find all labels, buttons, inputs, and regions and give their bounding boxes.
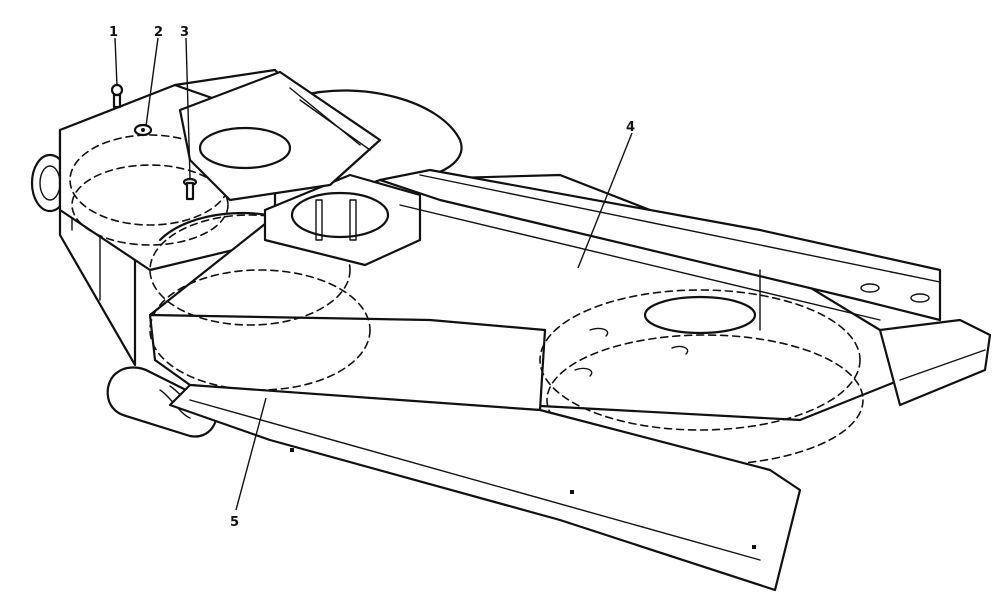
washer-part-2 — [133, 123, 153, 137]
callout-1: 1 — [109, 25, 118, 87]
bolt-part-3 — [182, 177, 198, 201]
belt-guard-channel — [378, 168, 942, 322]
callout-2: 2 — [145, 25, 163, 127]
right-blade-housing — [539, 269, 864, 466]
callout-5: 5 — [230, 397, 267, 530]
deck-front-skirt — [168, 383, 802, 592]
callout-2-label: 2 — [154, 25, 163, 40]
center-spindle-housing — [263, 173, 422, 267]
callout-3-label: 3 — [180, 25, 189, 40]
bolt-part-1 — [110, 83, 124, 109]
callout-3: 3 — [180, 25, 191, 179]
callout-1-label: 1 — [109, 25, 118, 40]
callout-4-label: 4 — [626, 120, 635, 135]
deck-right-discharge — [878, 318, 992, 407]
callout-4: 4 — [577, 120, 635, 269]
callout-5-label: 5 — [230, 515, 239, 530]
